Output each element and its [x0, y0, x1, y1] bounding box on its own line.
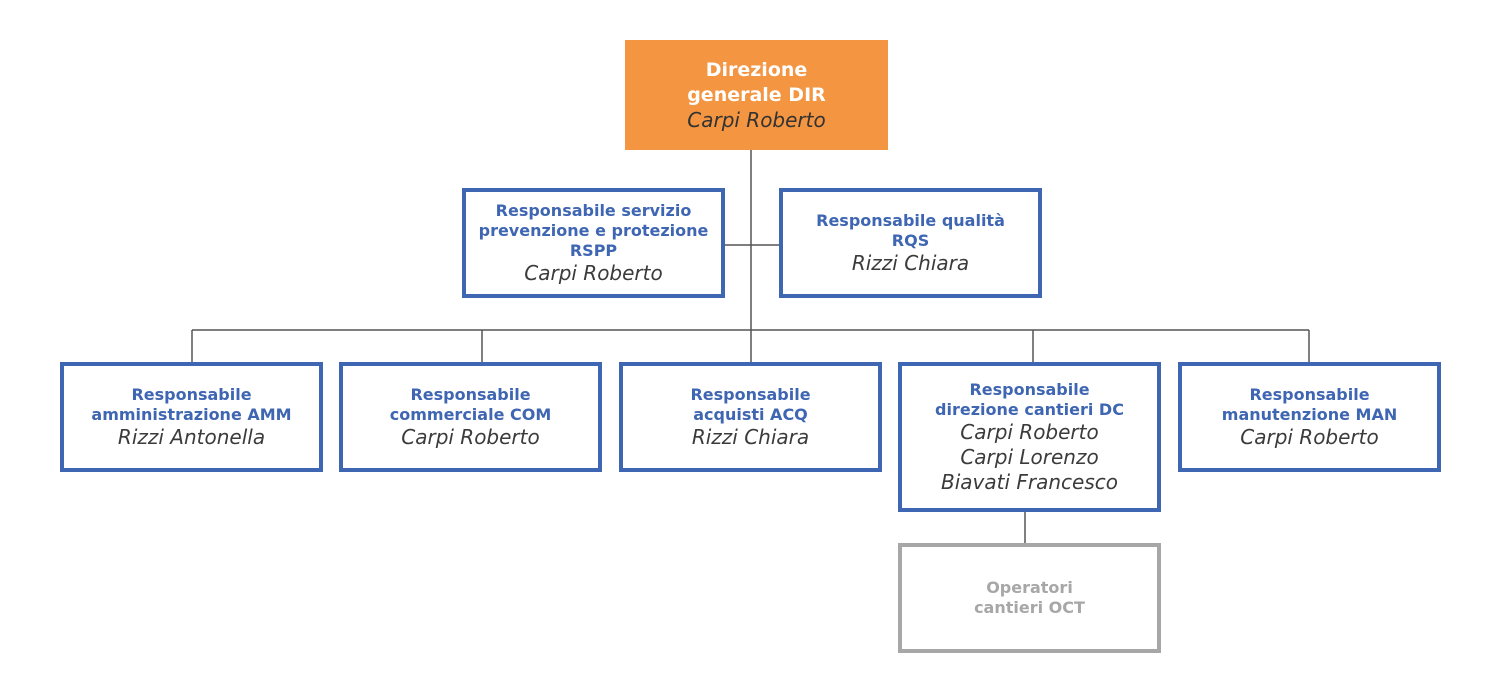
rspp-title: Responsabile servizio prevenzione e prot…: [478, 200, 709, 260]
amm-title: Responsabile amministrazione AMM: [91, 384, 292, 424]
oct-box: Operatori cantieri OCT: [898, 543, 1161, 653]
rqs-box: Responsabile qualità RQS Rizzi Chiara: [779, 188, 1042, 298]
com-title: Responsabile commerciale COM: [389, 384, 552, 424]
com-box: Responsabile commerciale COM Carpi Rober…: [339, 362, 602, 472]
amm-box: Responsabile amministrazione AMM Rizzi A…: [60, 362, 323, 472]
direction-box: Direzione generale DIR Carpi Roberto: [625, 40, 888, 150]
direction-person: Carpi Roberto: [687, 107, 826, 132]
oct-title: Operatori cantieri OCT: [974, 578, 1085, 617]
rqs-title: Responsabile qualità RQS: [816, 210, 1005, 250]
dc-person: Carpi Roberto: [960, 419, 1099, 444]
dc-box: Responsabile direzione cantieri DC Carpi…: [898, 362, 1161, 512]
acq-title: Responsabile acquisti ACQ: [690, 384, 811, 424]
dc-person: Biavati Francesco: [941, 469, 1118, 494]
acq-person: Rizzi Chiara: [691, 424, 810, 449]
dc-person-list: Carpi Roberto Carpi Lorenzo Biavati Fran…: [941, 420, 1118, 495]
dc-title: Responsabile direzione cantieri DC: [935, 379, 1124, 419]
dc-person: Carpi Lorenzo: [960, 444, 1099, 469]
acq-box: Responsabile acquisti ACQ Rizzi Chiara: [619, 362, 882, 472]
rspp-box: Responsabile servizio prevenzione e prot…: [462, 188, 725, 298]
amm-person: Rizzi Antonella: [117, 424, 266, 449]
com-person: Carpi Roberto: [401, 424, 540, 449]
direction-title: Direzione generale DIR: [687, 58, 826, 106]
rspp-person: Carpi Roberto: [524, 260, 663, 285]
man-box: Responsabile manutenzione MAN Carpi Robe…: [1178, 362, 1441, 472]
man-person: Carpi Roberto: [1240, 424, 1379, 449]
rqs-person: Rizzi Chiara: [851, 250, 970, 275]
man-title: Responsabile manutenzione MAN: [1221, 384, 1398, 424]
